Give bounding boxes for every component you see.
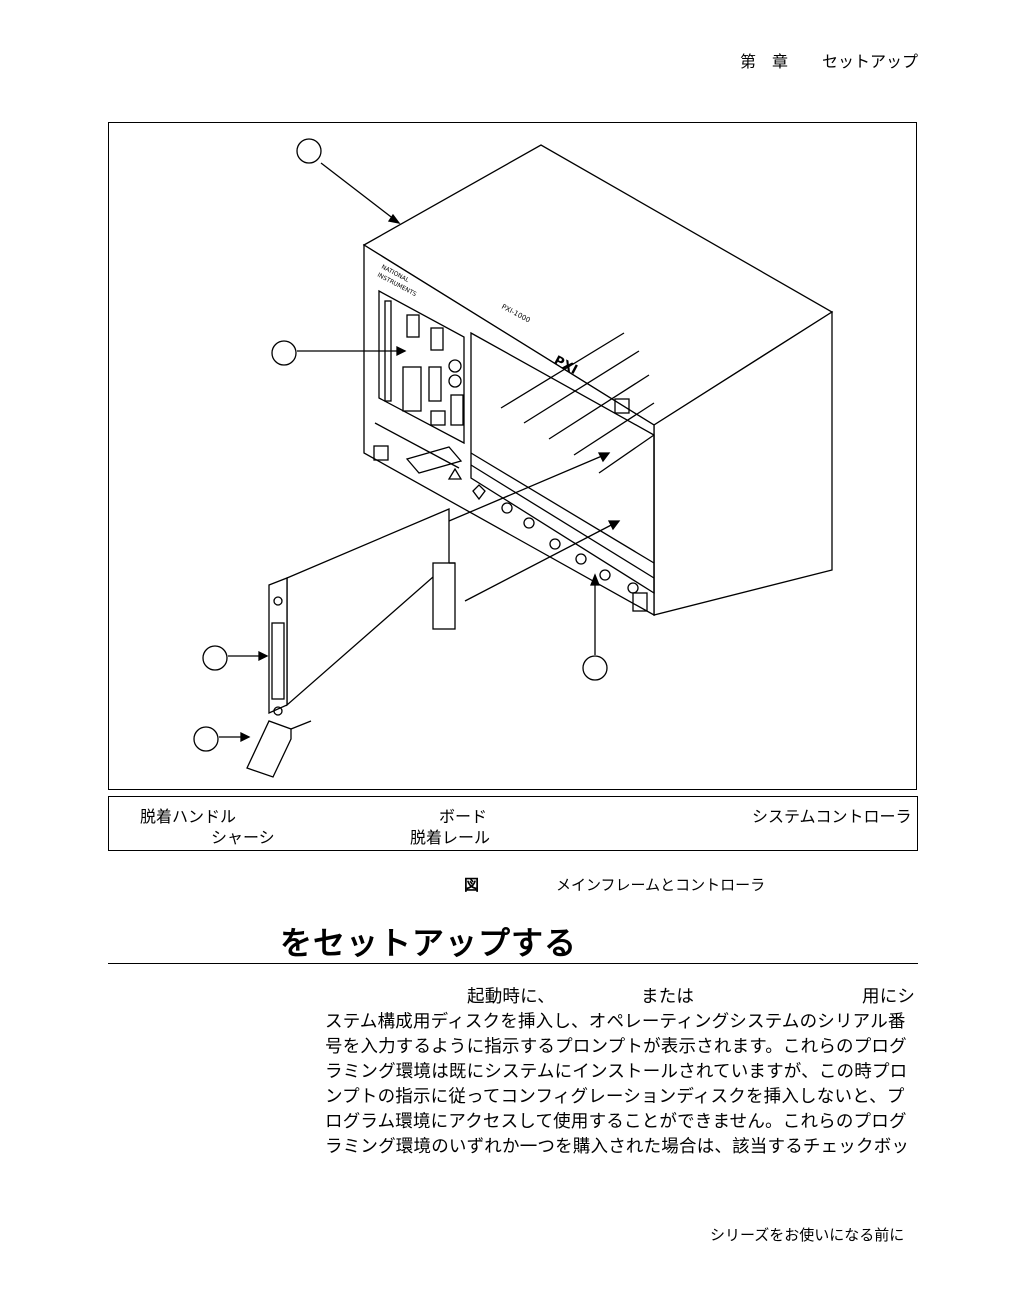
chapter-title: セットアップ — [822, 52, 919, 71]
gpib-connector — [402, 366, 422, 412]
callout-circle-rail — [582, 655, 608, 681]
chassis-foot — [632, 592, 648, 612]
slot-rail — [523, 350, 640, 424]
module-front-panel — [268, 577, 288, 715]
figure-caption-prefix: 図 — [464, 876, 480, 894]
callout-circle-chassis — [296, 138, 322, 164]
body-line: 号を入力するように指示するプロンプトが表示されます。これらのプログ — [325, 1037, 907, 1057]
figure-frame: NATIONAL INSTRUMENTS PXI-1000 PXI — [108, 122, 917, 790]
module-screw — [273, 706, 283, 716]
chapter-label: 第 章 — [740, 52, 789, 71]
callout-arrowhead — [387, 213, 401, 224]
parallel-port — [428, 366, 442, 402]
chassis-illustration: NATIONAL INSTRUMENTS PXI-1000 PXI — [193, 138, 834, 778]
body-line-1-a: 起動時に、 — [467, 987, 555, 1007]
callout-arrowhead — [240, 731, 251, 743]
mounting-hole — [575, 553, 587, 565]
callout-circle-board — [202, 645, 228, 671]
power-switch — [614, 398, 630, 414]
arrow-head — [597, 452, 611, 463]
warning-triangle — [447, 467, 463, 480]
callout-arrowhead — [590, 573, 600, 586]
legend-item-rail: 脱着レール — [410, 828, 491, 847]
callout-circle-controller — [271, 340, 297, 366]
legend-item-chassis: シャーシ — [211, 828, 275, 847]
body-line: ステム構成用ディスクを挿入し、オペレーティングシステムのシリアル番 — [325, 1012, 906, 1032]
controller-edge — [374, 422, 460, 469]
callout-arrowhead — [258, 650, 269, 662]
ps2-port — [448, 359, 462, 373]
slot-bay — [470, 331, 655, 595]
guide-mark — [472, 484, 486, 501]
page-footer: シリーズをお使いになる前に — [710, 1226, 905, 1244]
chassis-foot — [373, 445, 389, 461]
slot-rail — [548, 374, 650, 440]
serial-port — [406, 314, 420, 338]
controller-panel — [378, 289, 465, 445]
insertion-arrow — [464, 520, 620, 602]
body-line: ラミング環境は既にシステムにインストールされていますが、この時プロ — [325, 1062, 908, 1082]
legend-item-controller: システムコントローラ — [752, 807, 912, 826]
body-line-1-b: または — [641, 987, 695, 1007]
callout-leader — [320, 162, 400, 224]
module-front-connector — [271, 622, 285, 700]
video-port — [450, 394, 464, 426]
figure-legend: 脱着ハンドル ボード システムコントローラ シャーシ 脱着レール — [108, 796, 918, 851]
mounting-hole — [523, 517, 535, 529]
mounting-hole — [627, 582, 639, 594]
ps2-port — [448, 374, 462, 388]
legend-item-handle: 脱着ハンドル — [140, 807, 237, 826]
section-divider — [108, 963, 918, 964]
serial-port — [430, 327, 444, 351]
module-ejector-handle — [246, 720, 292, 778]
module-board — [286, 508, 450, 707]
body-line: ンプトの指示に従ってコンフィグレーションディスクを挿入しないと、プ — [325, 1087, 905, 1107]
body-line-1-c: 用にシ — [862, 987, 916, 1007]
body-line: ログラム環境にアクセスして使用することができません。これらのプログ — [325, 1112, 907, 1132]
module-ejector-lever — [290, 720, 312, 730]
arrow-head — [607, 520, 621, 531]
insertion-arrow — [448, 452, 610, 522]
backplane-edge — [470, 452, 655, 564]
slot-rail — [573, 402, 655, 456]
chassis-front — [363, 243, 655, 617]
body-line: ラミング環境のいずれか一つを購入された場合は、該当するチェックボッ — [325, 1137, 910, 1157]
backplane-edge — [470, 464, 655, 579]
ethernet-port — [430, 410, 446, 426]
module-connector — [432, 562, 456, 630]
section-title: をセットアップする — [280, 924, 578, 962]
slot-rail — [500, 332, 625, 409]
mounting-hole — [599, 569, 611, 581]
figure-caption-text: メインフレームとコントローラ — [556, 876, 766, 894]
module-screw — [273, 596, 283, 606]
callout-circle-handle — [193, 726, 219, 752]
chassis-ejector-handle — [405, 446, 463, 474]
mounting-hole — [549, 538, 561, 550]
callout-arrowhead — [396, 345, 407, 357]
legend-item-board: ボード — [439, 807, 488, 826]
mounting-hole — [501, 502, 513, 514]
slot-rail — [598, 434, 655, 474]
